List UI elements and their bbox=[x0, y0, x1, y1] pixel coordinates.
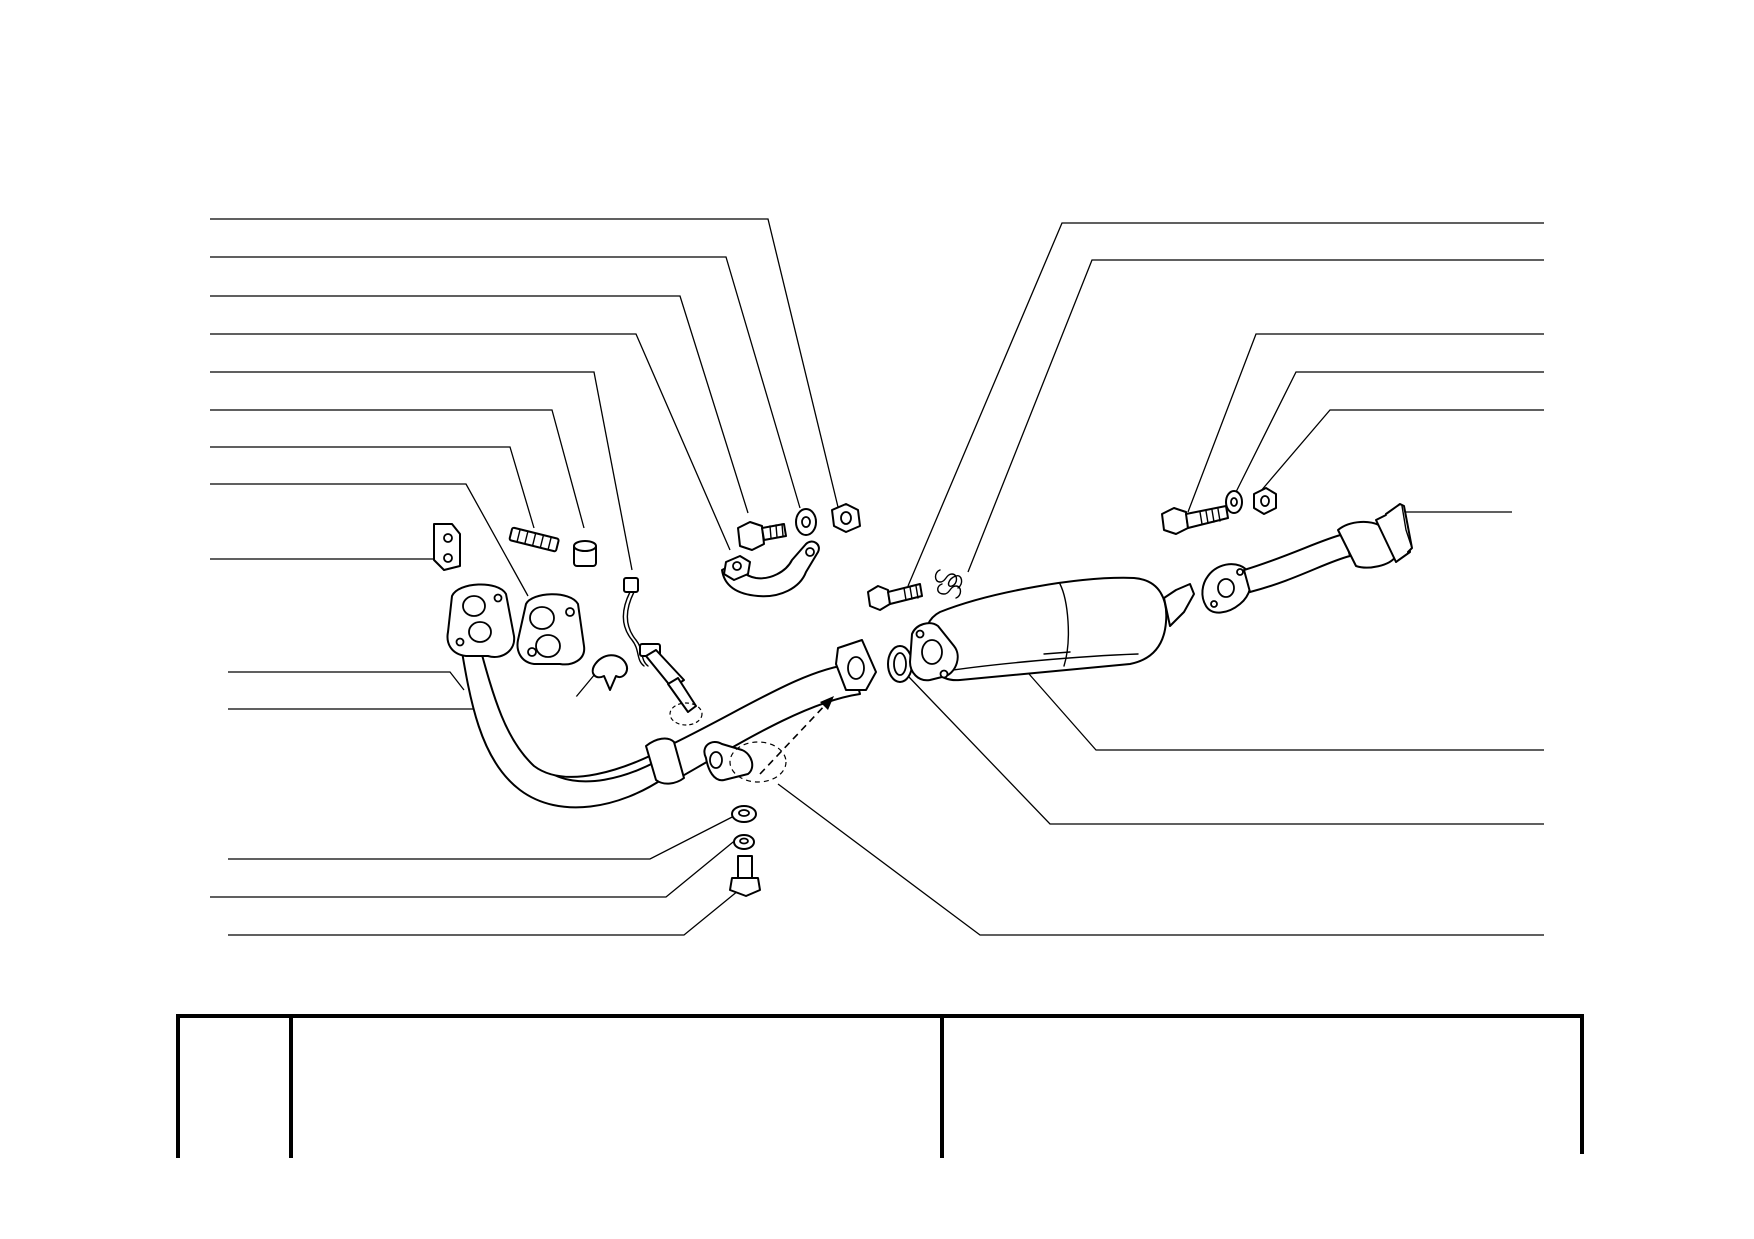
hex-nut-right bbox=[1253, 487, 1277, 515]
leader-right-1 bbox=[907, 222, 1544, 587]
hex-bolt-upper bbox=[737, 521, 787, 551]
leader-right-7 bbox=[1021, 665, 1544, 751]
rear-gasket bbox=[1201, 563, 1252, 614]
mounting-bracket bbox=[433, 523, 461, 571]
leader-right-3 bbox=[1187, 333, 1544, 513]
leader-left-10 bbox=[228, 671, 465, 691]
leader-left-6 bbox=[210, 409, 585, 529]
tension-spring bbox=[934, 569, 963, 599]
flange-bolt bbox=[867, 583, 923, 611]
leader-right-9 bbox=[777, 783, 1544, 936]
leader-left-13 bbox=[210, 837, 739, 898]
sealing-ring bbox=[887, 645, 913, 683]
washer-right bbox=[1225, 490, 1243, 514]
right-leader-lines bbox=[777, 222, 1544, 936]
dashed-assembly-arrow bbox=[759, 696, 834, 775]
leader-right-5 bbox=[1259, 409, 1544, 493]
stud bbox=[508, 526, 560, 553]
leader-right-2 bbox=[967, 259, 1544, 573]
oxygen-sensor bbox=[622, 577, 697, 713]
pipe-support-bracket bbox=[703, 740, 787, 783]
hex-bolt-right bbox=[1161, 505, 1229, 535]
parts-table bbox=[176, 1014, 1584, 1158]
leader-left-14 bbox=[228, 885, 745, 936]
leader-left-4 bbox=[210, 333, 731, 551]
leader-left-5 bbox=[210, 371, 633, 571]
leader-left-1 bbox=[210, 218, 839, 508]
manifold-gasket bbox=[516, 593, 586, 666]
front-pipe bbox=[446, 583, 877, 809]
table-top-border bbox=[176, 1014, 1584, 1158]
spacer-sleeve bbox=[573, 540, 597, 567]
rear-exhaust-pipe bbox=[1243, 503, 1413, 593]
leader-left-12 bbox=[228, 811, 743, 860]
catalytic-converter bbox=[909, 576, 1195, 682]
leader-right-4 bbox=[1233, 371, 1544, 497]
washer-upper bbox=[795, 508, 817, 536]
spring-washer bbox=[733, 834, 755, 850]
left-leader-lines bbox=[210, 218, 839, 936]
hex-nut-upper bbox=[831, 503, 861, 533]
leader-left-2 bbox=[210, 256, 801, 509]
leader-left-7 bbox=[210, 446, 535, 529]
flat-washer bbox=[731, 805, 757, 823]
leader-left-3 bbox=[210, 295, 749, 514]
hex-bolt-lower bbox=[729, 855, 761, 897]
pipe-clip bbox=[591, 654, 628, 691]
heat-shield-bracket bbox=[721, 540, 820, 598]
leader-right-8 bbox=[907, 675, 1544, 825]
leader-left-8 bbox=[210, 483, 529, 597]
